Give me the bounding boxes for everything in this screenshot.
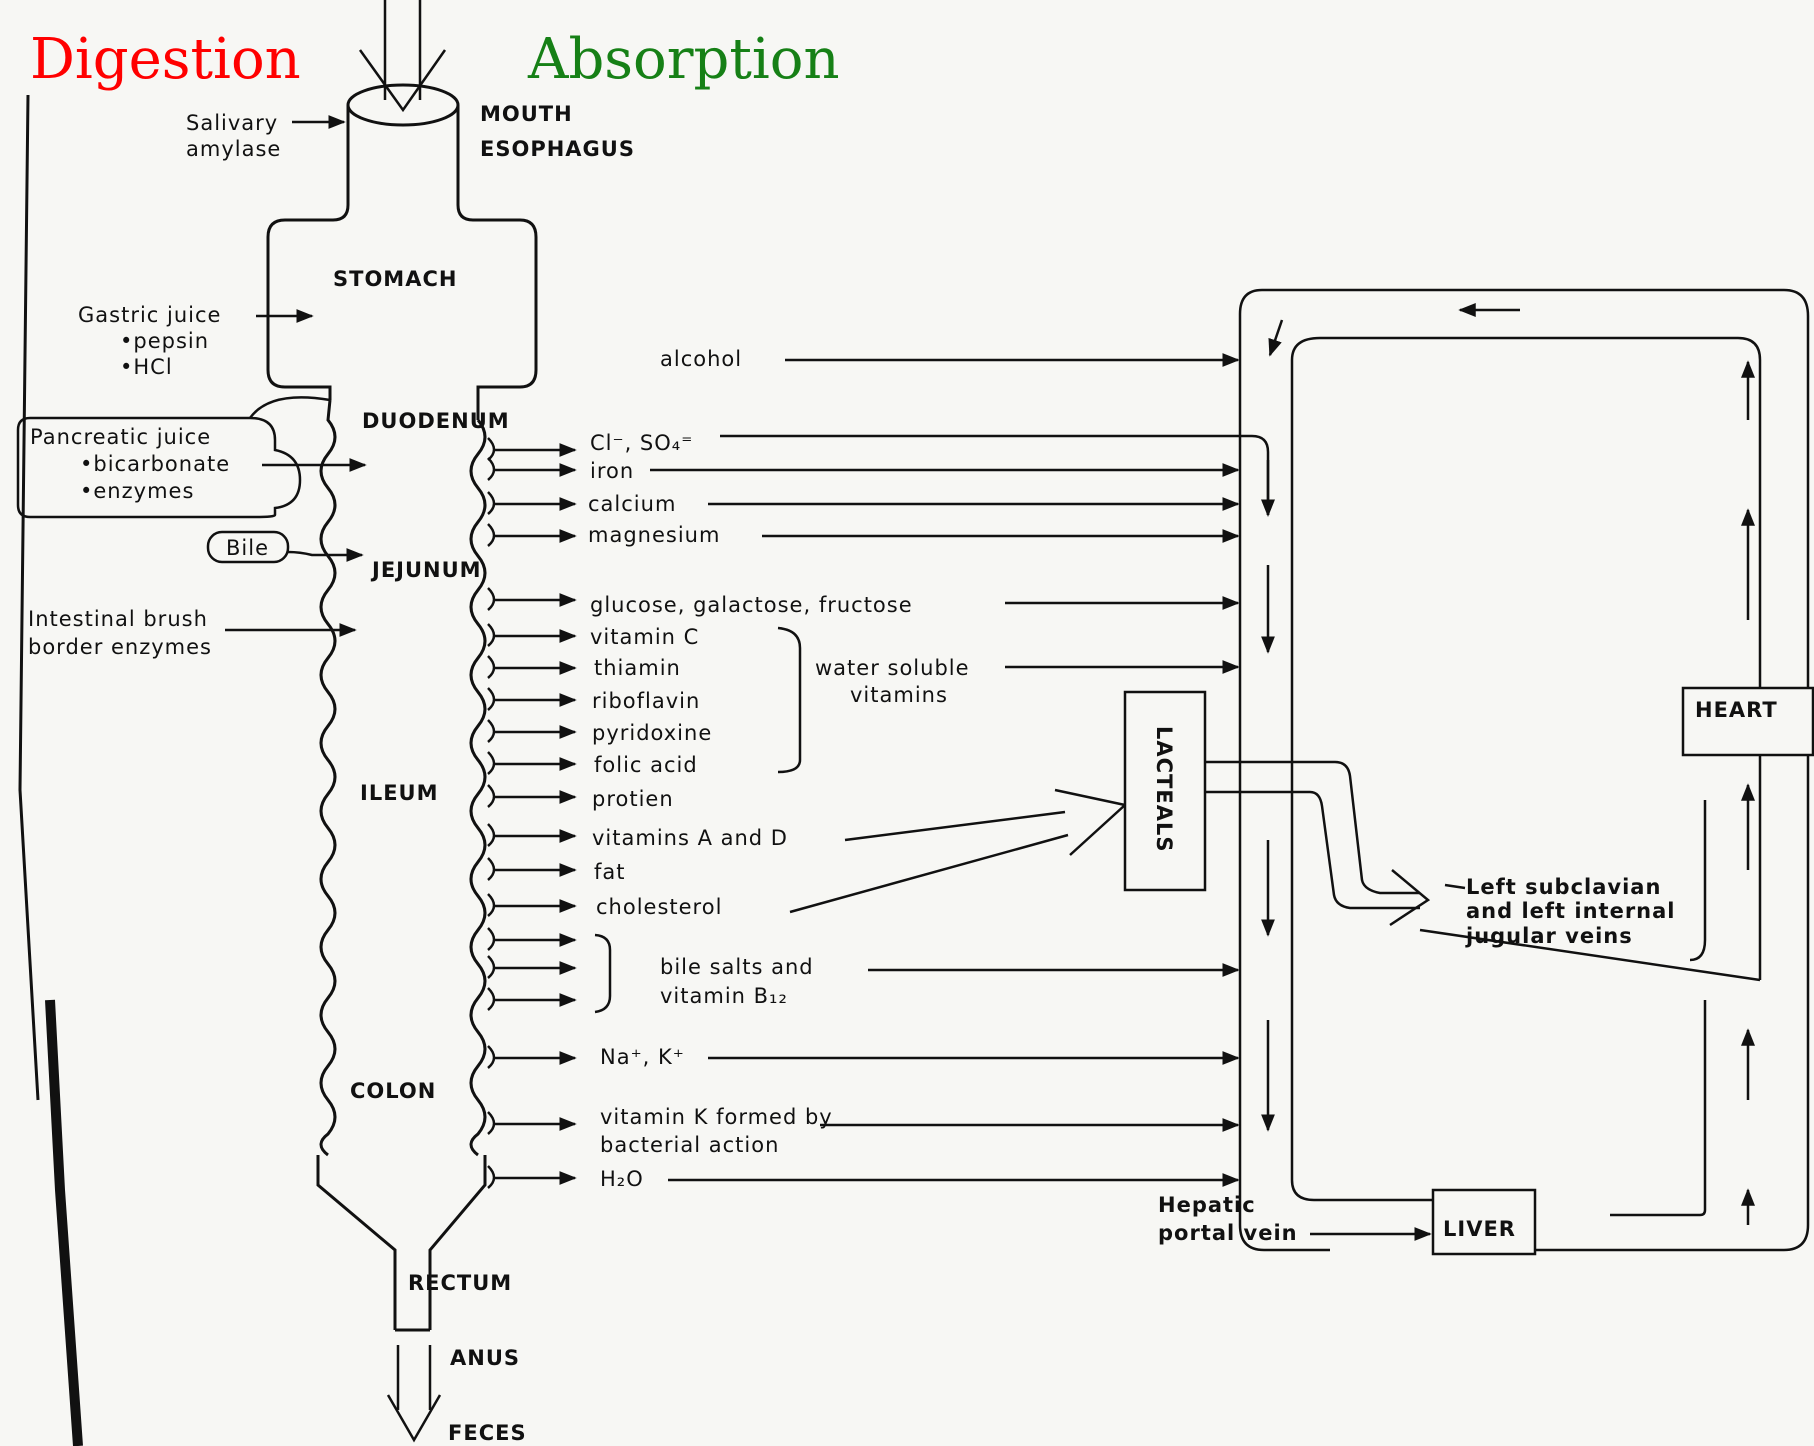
vitamins-ad-label: vitamins A and D	[592, 826, 788, 850]
absorption-arrow	[488, 1046, 575, 1068]
colon-label: COLON	[350, 1079, 436, 1103]
absorption-arrow	[488, 492, 575, 514]
scan-edge-line	[20, 95, 38, 1100]
pyridoxine-label: pyridoxine	[592, 721, 712, 745]
pepsin-label: •pepsin	[120, 329, 209, 353]
water-label: H₂O	[600, 1167, 644, 1191]
bile-salts-label-1: bile salts and	[660, 955, 814, 979]
cholesterol-label: cholesterol	[596, 895, 722, 919]
entry-arrow	[360, 0, 445, 110]
vitamin-k-label-2: bacterial action	[600, 1133, 779, 1157]
brush-border-label-1: Intestinal brush	[28, 607, 208, 631]
absorption-arrow	[488, 858, 575, 880]
rectum-label: RECTUM	[408, 1271, 512, 1295]
riboflavin-label: riboflavin	[592, 689, 700, 713]
absorption-arrow	[488, 1112, 575, 1134]
portal-vein-label: portal vein	[1158, 1221, 1298, 1245]
duodenum-label: DUODENUM	[362, 409, 510, 433]
folic-acid-label: folic acid	[594, 753, 698, 777]
absorption-arrow	[488, 894, 575, 916]
lacteal-drain	[1205, 762, 1428, 925]
absorption-arrow	[488, 1166, 575, 1188]
bile-label: Bile	[226, 536, 269, 560]
water-soluble-brace	[778, 628, 800, 772]
absorption-arrow	[488, 656, 575, 678]
pancreatic-juice-label: Pancreatic juice	[30, 425, 211, 449]
amylase-label: amylase	[186, 137, 281, 161]
calcium-label: calcium	[588, 492, 676, 516]
lacteal-arrow	[790, 790, 1125, 912]
bile-salts-brace	[595, 935, 610, 1012]
thiamin-label: thiamin	[594, 656, 681, 680]
digestive-tract	[268, 105, 536, 1440]
salivary-label: Salivary	[186, 111, 278, 135]
mouth-label: MOUTH	[480, 102, 573, 126]
bile-salts-label-2: vitamin B₁₂	[660, 984, 788, 1008]
digestion-title: Digestion	[30, 27, 301, 92]
sugars-label: glucose, galactose, fructose	[590, 593, 913, 617]
absorption-arrows	[488, 438, 575, 1188]
absorbed-labels: alcohol Cl⁻, SO₄⁼ iron calcium magnesium…	[588, 347, 970, 1191]
water-soluble-label-1: water soluble	[815, 656, 970, 680]
cl-so4-label: Cl⁻, SO₄⁼	[590, 431, 693, 455]
absorption-arrow	[488, 785, 575, 807]
liver-label: LIVER	[1443, 1217, 1516, 1241]
absorption-arrow	[488, 524, 575, 546]
bicarbonate-label: •bicarbonate	[80, 452, 230, 476]
hepatic-label-1: Hepatic	[1158, 1193, 1256, 1217]
absorption-arrow	[488, 752, 575, 774]
absorption-arrow	[488, 988, 575, 1010]
anus-label: ANUS	[450, 1346, 520, 1370]
fat-label: fat	[594, 860, 626, 884]
brush-border-label-2: border enzymes	[28, 635, 212, 659]
absorption-title: Absorption	[527, 27, 840, 92]
absorption-arrow	[488, 438, 575, 460]
absorption-arrow	[488, 824, 575, 846]
absorption-arrow	[488, 928, 575, 950]
heart-label: HEART	[1695, 698, 1778, 722]
subclavian-label-3: jugular veins	[1465, 924, 1633, 948]
mouth-ellipse	[348, 85, 458, 125]
absorption-arrow	[488, 458, 575, 480]
secretions: Salivary amylase Gastric juice •pepsin •…	[18, 111, 365, 659]
absorption-arrow	[488, 720, 575, 742]
vitamin-k-label-1: vitamin K formed by	[600, 1105, 833, 1129]
absorption-arrow	[488, 688, 575, 710]
enzymes-label: •enzymes	[80, 479, 194, 503]
absorption-arrow	[488, 956, 575, 978]
alcohol-label: alcohol	[660, 347, 742, 371]
magnesium-label: magnesium	[588, 523, 720, 547]
feces-label: FECES	[448, 1421, 527, 1445]
water-soluble-label-2: vitamins	[850, 683, 948, 707]
jejunum-label: JEJUNUM	[370, 558, 482, 582]
subclavian-label-1: Left subclavian	[1466, 875, 1661, 899]
protein-label: protien	[592, 787, 674, 811]
absorption-arrow	[488, 588, 575, 610]
scan-edge-thick	[50, 1000, 78, 1446]
hcl-label: •HCl	[120, 355, 173, 379]
vitamin-c-label: vitamin C	[590, 625, 699, 649]
absorption-arrow	[488, 624, 575, 646]
ileum-label: ILEUM	[360, 781, 439, 805]
gastric-juice-label: Gastric juice	[78, 303, 221, 327]
stomach-label: STOMACH	[333, 267, 457, 291]
subclavian-label-2: and left internal	[1466, 899, 1676, 923]
iron-label: iron	[590, 459, 634, 483]
na-k-label: Na⁺, K⁺	[600, 1045, 685, 1069]
lacteals-label: LACTEALS	[1152, 726, 1176, 852]
flow-arrows	[1268, 310, 1748, 1234]
circulation-loops	[1240, 290, 1808, 1250]
esophagus-label: ESOPHAGUS	[480, 137, 635, 161]
